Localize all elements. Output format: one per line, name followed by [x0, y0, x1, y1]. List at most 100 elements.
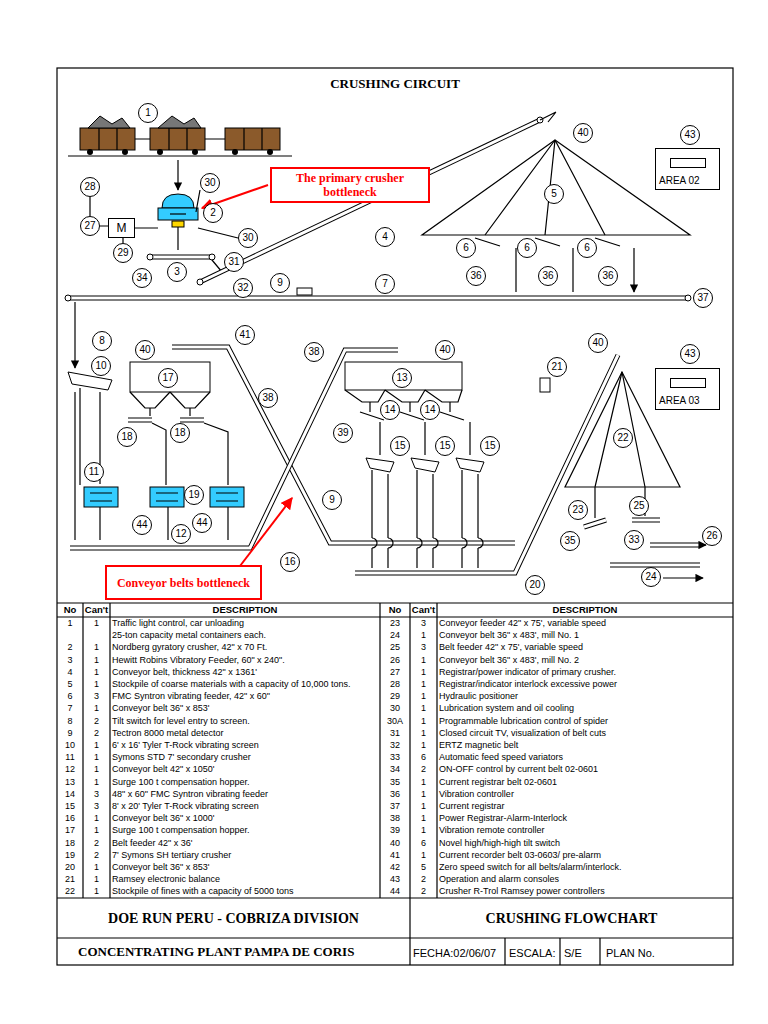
table-cell: No [57, 603, 83, 617]
table-cell: 1 [410, 788, 437, 800]
tertiary-section-part [372, 470, 478, 568]
table-cell: Conveyor belt, thickness 42" x 1361' [112, 666, 378, 678]
conveyor-belts-part [685, 295, 691, 301]
callout-number: 13 [392, 368, 412, 388]
rail-cars-part [232, 149, 238, 155]
callout-box: The primary crusher bottleneck [270, 167, 430, 203]
node-text: M [117, 222, 127, 234]
tertiary-section-part [380, 422, 470, 455]
table-cell: 42 [380, 861, 410, 873]
callout-number: 34 [132, 268, 152, 288]
table-cell: 34 [380, 763, 410, 775]
table-cell: 18 [57, 837, 83, 849]
table-cell: Belt feeder 42" x 75', variable speed [439, 641, 731, 653]
table-cell: Registrar/power indicator of primary cru… [439, 666, 731, 678]
callout-number: 27 [80, 216, 100, 236]
table-cell: Crusher R-Trol Ramsey power controllers [439, 885, 731, 897]
table-cell: 1 [83, 702, 110, 714]
table-cell: Current registrar [439, 800, 731, 812]
callout-number: 35 [560, 531, 580, 551]
callout-number: 11 [84, 462, 104, 482]
table-cell: 1 [83, 824, 110, 836]
callout-number: 33 [624, 530, 644, 550]
table-cell: 48" x 60" FMC Syntron vibrating feeder [112, 788, 378, 800]
table-cell: Surge 100 t compensation hopper. [112, 824, 378, 836]
table-cell: 2 [83, 715, 110, 727]
table-cell: 38 [380, 812, 410, 824]
callout-number: 30 [238, 228, 258, 248]
conveyor-belts-part [584, 520, 606, 527]
callout-number: 31 [224, 252, 244, 272]
table-cell: Conveyor feeder 42" x 75', variable spee… [439, 617, 731, 629]
callout-number: 6 [517, 238, 537, 258]
callout-number: 44 [132, 515, 152, 535]
table-cell: 1 [83, 739, 110, 751]
footer-text: S/E [564, 945, 598, 961]
table-cell: DESCRIPTION [439, 603, 731, 617]
table-cell: Current registrar belt 02-0601 [439, 776, 731, 788]
table-cell: Registrar/indicator interlock excessive … [439, 678, 731, 690]
callout-number: 43 [680, 344, 700, 364]
table-cell: 1 [57, 617, 83, 629]
callout-number: 14 [420, 400, 440, 420]
callout-number: 1 [138, 103, 158, 123]
conveyor-belts-part [172, 347, 515, 543]
table-cell: 8' x 20' Tyler T-Rock vibrating screen [112, 800, 378, 812]
table-cell: Ramsey electronic balance [112, 873, 378, 885]
table-cell: 1 [410, 629, 437, 641]
table-cell: 21 [57, 873, 83, 885]
callout-number: 40 [588, 333, 608, 353]
footer-text: ESCALA: [509, 945, 559, 961]
table-cell: 1 [410, 824, 437, 836]
table-cell: 26 [380, 654, 410, 666]
callout-number: 24 [641, 567, 661, 587]
motor-box: M [108, 218, 135, 238]
table-cell: 2 [57, 641, 83, 653]
table-cell: Lubrication system and oil cooling [439, 702, 731, 714]
callout-number: 40 [573, 123, 593, 143]
table-cell: 1 [83, 751, 110, 763]
table-cell: 1 [83, 666, 110, 678]
callout-number: 16 [280, 552, 300, 572]
table-cell: 6 [410, 751, 437, 763]
table-cell: 8 [57, 715, 83, 727]
table-cell: 3 [83, 800, 110, 812]
table-cell: 1 [83, 678, 110, 690]
table-cell: No [380, 603, 410, 617]
table-cell: 1 [410, 690, 437, 702]
tertiary-section [345, 362, 550, 568]
conveyor-belts-part [65, 295, 71, 301]
table-cell: Conveyor belt 42" x 1050' [112, 763, 378, 775]
table-cell: 3 [57, 654, 83, 666]
footer-text: DOE RUN PERU - COBRIZA DIVISION [60, 908, 407, 930]
callout-number: 38 [258, 388, 278, 408]
conveyor-belts-part [632, 518, 660, 523]
table-cell: 1 [83, 776, 110, 788]
coarse-stockpile-part [422, 140, 690, 235]
callout-number: 2 [203, 203, 223, 223]
table-cell: 31 [380, 727, 410, 739]
footer-text: PLAN No. [606, 945, 726, 961]
callout-number: 40 [135, 340, 155, 360]
table-cell: 20 [57, 861, 83, 873]
callout-number: 9 [322, 490, 342, 510]
table-cell: 12 [57, 763, 83, 775]
primary-crusher-part [158, 208, 198, 220]
table-cell: 2 [410, 763, 437, 775]
table-cell: 1 [83, 641, 110, 653]
table-cell: 27 [380, 666, 410, 678]
table-cell: 9 [57, 727, 83, 739]
table-cell: 25 [380, 641, 410, 653]
rail-cars-part [87, 149, 93, 155]
table-cell: 2 [83, 837, 110, 849]
table-cell: 19 [57, 849, 83, 861]
callout-number: 44 [192, 513, 212, 533]
callout-number: 26 [702, 526, 722, 546]
table-cell: 5 [410, 861, 437, 873]
table-cell: Stockpile of coarse materials with a cap… [112, 678, 378, 690]
callout-number: 6 [456, 238, 476, 258]
table-cell: 3 [83, 788, 110, 800]
table-cell: Hydraulic positioner [439, 690, 731, 702]
table-cell: Conveyor belt 36" x 853' [112, 702, 378, 714]
tertiary-section-part [540, 378, 550, 392]
